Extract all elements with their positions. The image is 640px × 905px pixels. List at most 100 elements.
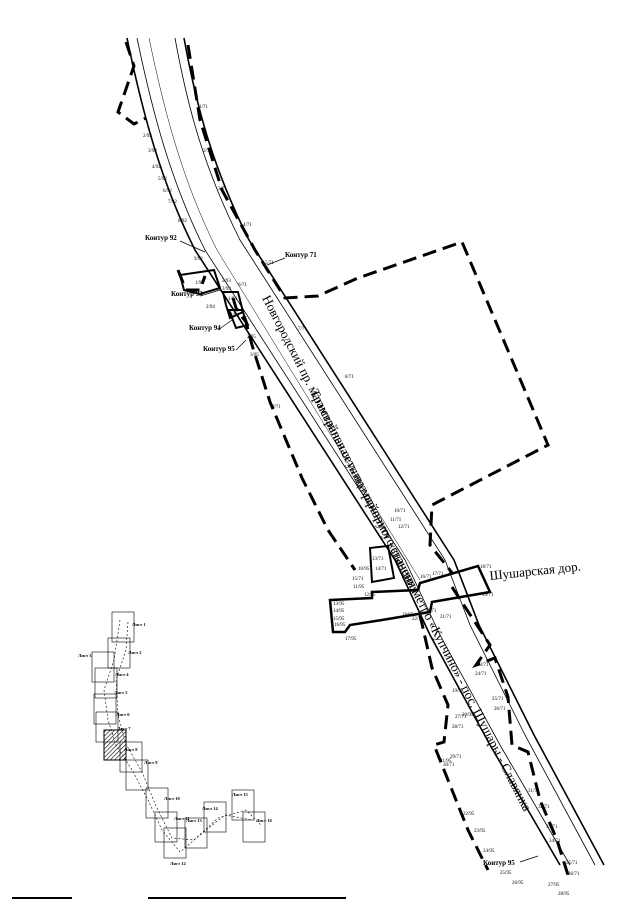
point-label: 19/95 bbox=[452, 689, 464, 694]
point-label: 1/95 bbox=[238, 317, 247, 322]
leader-lines bbox=[179, 240, 539, 863]
point-label: 12/71 bbox=[398, 525, 410, 530]
point-label: 23/95 bbox=[474, 829, 486, 834]
point-label: 9/92 bbox=[194, 257, 203, 262]
point-label: 24/95 bbox=[483, 849, 495, 854]
point-label: 22/71 bbox=[412, 617, 424, 622]
point-label: 1/93 bbox=[195, 281, 204, 286]
sheet-index-labels: Лист 1 Лист 2 Лист 3 Лист 4 Лист 5 Лист … bbox=[78, 622, 273, 866]
point-label: 35/71 bbox=[566, 861, 578, 866]
road-lines bbox=[126, 37, 605, 866]
point-label: 14/95 bbox=[333, 609, 345, 614]
point-label: 2/94 bbox=[206, 305, 215, 310]
sheet-label: Лист 9 bbox=[144, 760, 158, 765]
point-label: 14/71 bbox=[375, 567, 387, 572]
point-label: 20/95 bbox=[462, 713, 474, 718]
sheet-label: Лист 12 bbox=[170, 861, 187, 866]
sheet-label: Лист 13 bbox=[186, 818, 203, 823]
point-label: 15/71 bbox=[352, 577, 364, 582]
point-label: 30/71 bbox=[443, 763, 455, 768]
point-label: 33/71 bbox=[546, 825, 558, 830]
point-label: 28/95 bbox=[558, 892, 570, 897]
point-label: 29/71 bbox=[450, 755, 462, 760]
point-label: 27/71 bbox=[455, 715, 467, 720]
point-label: 36/71 bbox=[568, 872, 580, 877]
point-label: 21/95 bbox=[440, 759, 452, 764]
point-label: 12/95 bbox=[364, 593, 376, 598]
point-label: 6/71 bbox=[238, 283, 247, 288]
point-label: 18/71 bbox=[480, 565, 492, 570]
point-label: 3/94 bbox=[230, 313, 239, 318]
contour-94-label: Контур 94 bbox=[189, 324, 221, 332]
point-label: 1/94 bbox=[228, 297, 237, 302]
point-label: 23/71 bbox=[477, 663, 489, 668]
point-label: 10/95 bbox=[358, 567, 370, 572]
point-label: 11/71 bbox=[390, 518, 402, 523]
sheet-label: Лист 16 bbox=[256, 818, 273, 823]
point-label: 24/71 bbox=[475, 672, 487, 677]
sheet-label: Лист 3 bbox=[78, 653, 92, 658]
point-label: 4/71 bbox=[243, 223, 252, 228]
point-label: 3/71 bbox=[218, 187, 227, 192]
point-label: 2/92 bbox=[143, 134, 152, 139]
point-label: 4/92 bbox=[152, 165, 161, 170]
point-label: 5/71 bbox=[265, 261, 274, 266]
contour-92-label: Контур 92 bbox=[145, 234, 177, 242]
point-label: 5/92 bbox=[158, 177, 167, 182]
sheet-label: Лист 15 bbox=[232, 792, 249, 797]
point-label: 26/71 bbox=[494, 707, 506, 712]
point-label: 3/92 bbox=[148, 149, 157, 154]
sheet-label: Лист 2 bbox=[128, 650, 142, 655]
point-label: 8/71 bbox=[345, 375, 354, 380]
sheet-label: Лист 10 bbox=[164, 796, 181, 801]
point-label: 7/71 bbox=[298, 327, 307, 332]
point-label: 25/95 bbox=[500, 871, 512, 876]
point-label: 13/71 bbox=[372, 557, 384, 562]
point-labels: 1/71 2/71 3/71 4/71 5/71 6/71 7/71 8/71 … bbox=[143, 105, 580, 897]
point-label: 16/95 bbox=[334, 623, 346, 628]
point-label: 8/92 bbox=[178, 219, 187, 224]
point-label: 9/71 bbox=[272, 405, 281, 410]
sheet-label: Лист 4 bbox=[115, 672, 129, 677]
small-contours bbox=[178, 268, 396, 584]
point-label: 21/71 bbox=[440, 615, 452, 620]
point-label: 1/71 bbox=[199, 105, 208, 110]
point-label: 34/71 bbox=[549, 839, 561, 844]
contour-93-label: Контур 93 bbox=[171, 290, 203, 298]
contour-95-label-bottom: Контур 95 bbox=[483, 859, 515, 867]
sheet-label: Лист 5 bbox=[114, 690, 128, 695]
sheet-label: Лист 8 bbox=[124, 747, 138, 752]
point-label: 18/95 bbox=[402, 613, 414, 618]
point-label: 27/95 bbox=[548, 883, 560, 888]
sheet-index bbox=[91, 611, 266, 859]
point-label: 6/92 bbox=[163, 189, 172, 194]
sheet-label: Лист 14 bbox=[202, 806, 219, 811]
contour-71-label: Контур 71 bbox=[285, 251, 317, 259]
sheet-label: Лист 1 bbox=[132, 622, 146, 627]
point-label: 20/71 bbox=[425, 609, 437, 614]
point-label: 11/95 bbox=[353, 585, 365, 590]
sheet-label: Лист 11 bbox=[174, 816, 190, 821]
point-label: 10/71 bbox=[394, 509, 406, 514]
point-label: 2/93 bbox=[222, 279, 231, 284]
point-label: 2/95 bbox=[247, 335, 256, 340]
point-label: 7/92 bbox=[168, 200, 177, 205]
point-label: 28/71 bbox=[452, 725, 464, 730]
point-label: 26/95 bbox=[512, 881, 524, 886]
point-label: 3/93 bbox=[222, 287, 231, 292]
sheet-label: Лист 6 bbox=[116, 712, 130, 717]
point-label: 31/71 bbox=[528, 789, 540, 794]
street-side-label: Шушарская дор. bbox=[489, 558, 582, 582]
point-label: 16/71 bbox=[420, 575, 432, 580]
sheet-label: Лист 7 bbox=[117, 726, 131, 731]
point-label: 32/71 bbox=[538, 805, 550, 810]
point-label: 13/95 bbox=[333, 602, 345, 607]
point-label: 17/95 bbox=[345, 637, 357, 642]
point-label: 17/71 bbox=[432, 572, 444, 577]
point-label: 22/95 bbox=[463, 812, 475, 817]
point-label: 15/95 bbox=[333, 617, 345, 622]
point-label: 25/71 bbox=[492, 697, 504, 702]
point-label: 2/71 bbox=[203, 149, 212, 154]
